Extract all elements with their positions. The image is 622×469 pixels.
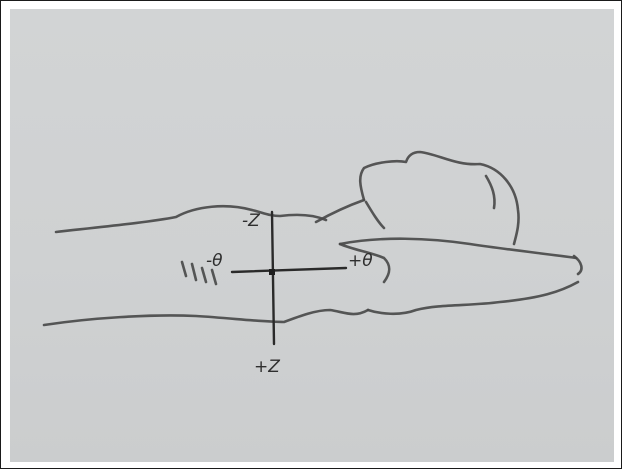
label-neg-theta: -θ: [206, 251, 223, 271]
face-line: [366, 202, 384, 228]
body-lower-contour: [44, 310, 368, 325]
shoulder-line: [316, 200, 364, 222]
patient-outline: [44, 152, 581, 325]
ear-mark: [486, 176, 495, 208]
body-upper-contour: [56, 206, 326, 232]
z-axis-line: [272, 212, 274, 344]
origin-point: [269, 269, 275, 275]
arm-lower: [368, 282, 578, 314]
label-neg-z: -Z: [242, 211, 260, 231]
theta-axis-line: [232, 268, 346, 272]
label-pos-z: +Z: [254, 357, 280, 377]
coordinate-axes: [232, 212, 346, 344]
label-pos-theta: +θ: [348, 251, 373, 271]
